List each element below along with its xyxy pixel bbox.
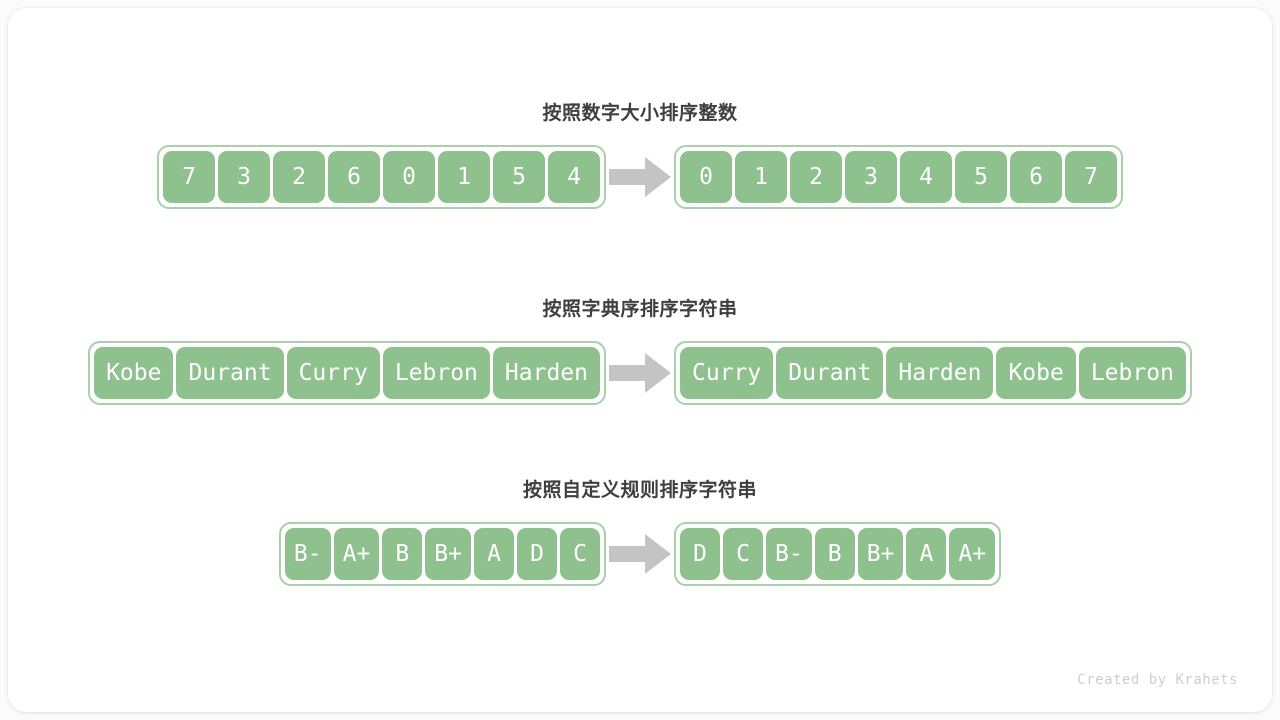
array-cell: Curry xyxy=(680,347,774,399)
array-cell: 2 xyxy=(273,151,325,203)
right-arrow-icon xyxy=(606,534,674,574)
array-cell: B xyxy=(382,528,423,580)
array-cell: 4 xyxy=(548,151,600,203)
array-cell: 3 xyxy=(218,151,270,203)
array-cell: A xyxy=(906,528,947,580)
section-title: 按照字典序排序字符串 xyxy=(542,299,738,320)
section-title: 按照自定义规则排序字符串 xyxy=(522,480,757,501)
array-cell: C xyxy=(723,528,763,580)
array-cell: 4 xyxy=(900,151,952,203)
right-arrow-icon xyxy=(606,157,674,197)
array-cell: Kobe xyxy=(94,347,174,399)
array-cell: 0 xyxy=(680,151,732,203)
array-cell: 7 xyxy=(163,151,215,203)
array-cell: B+ xyxy=(857,528,904,580)
array-cell: D xyxy=(680,528,720,580)
array-cell: Durant xyxy=(776,347,884,399)
array-cell: 6 xyxy=(1010,151,1062,203)
array-cell: B+ xyxy=(425,528,471,580)
section-title: 按照数字大小排序整数 xyxy=(542,103,738,124)
right-arrow-icon xyxy=(606,353,674,393)
array-cell: 5 xyxy=(955,151,1007,203)
array-cell: B- xyxy=(284,528,331,580)
array-cell: 5 xyxy=(493,151,545,203)
array-cell: 7 xyxy=(1065,151,1117,203)
array-cell: B xyxy=(814,528,855,580)
array-cell: D xyxy=(517,528,557,580)
array-cell: 1 xyxy=(438,151,490,203)
array-cell: Lebron xyxy=(382,347,490,399)
array-cell: A xyxy=(474,528,514,580)
array-cell: Curry xyxy=(286,347,380,399)
array-cell: C xyxy=(560,528,600,580)
array-cell: Harden xyxy=(492,347,600,399)
array-cell: 2 xyxy=(790,151,842,203)
array-cell: 0 xyxy=(383,151,435,203)
array-cell: 1 xyxy=(735,151,787,203)
array-cell: Durant xyxy=(176,347,284,399)
array-cell: Lebron xyxy=(1078,347,1186,399)
array-cell: 6 xyxy=(328,151,380,203)
credit-label: Created by Krahets xyxy=(1077,672,1238,688)
array-cell: B- xyxy=(766,528,812,580)
array-cell: Harden xyxy=(886,347,994,399)
array-cell: A+ xyxy=(949,528,996,580)
array-cell: A+ xyxy=(333,528,380,580)
array-cell: 3 xyxy=(845,151,897,203)
array-cell: Kobe xyxy=(996,347,1076,399)
